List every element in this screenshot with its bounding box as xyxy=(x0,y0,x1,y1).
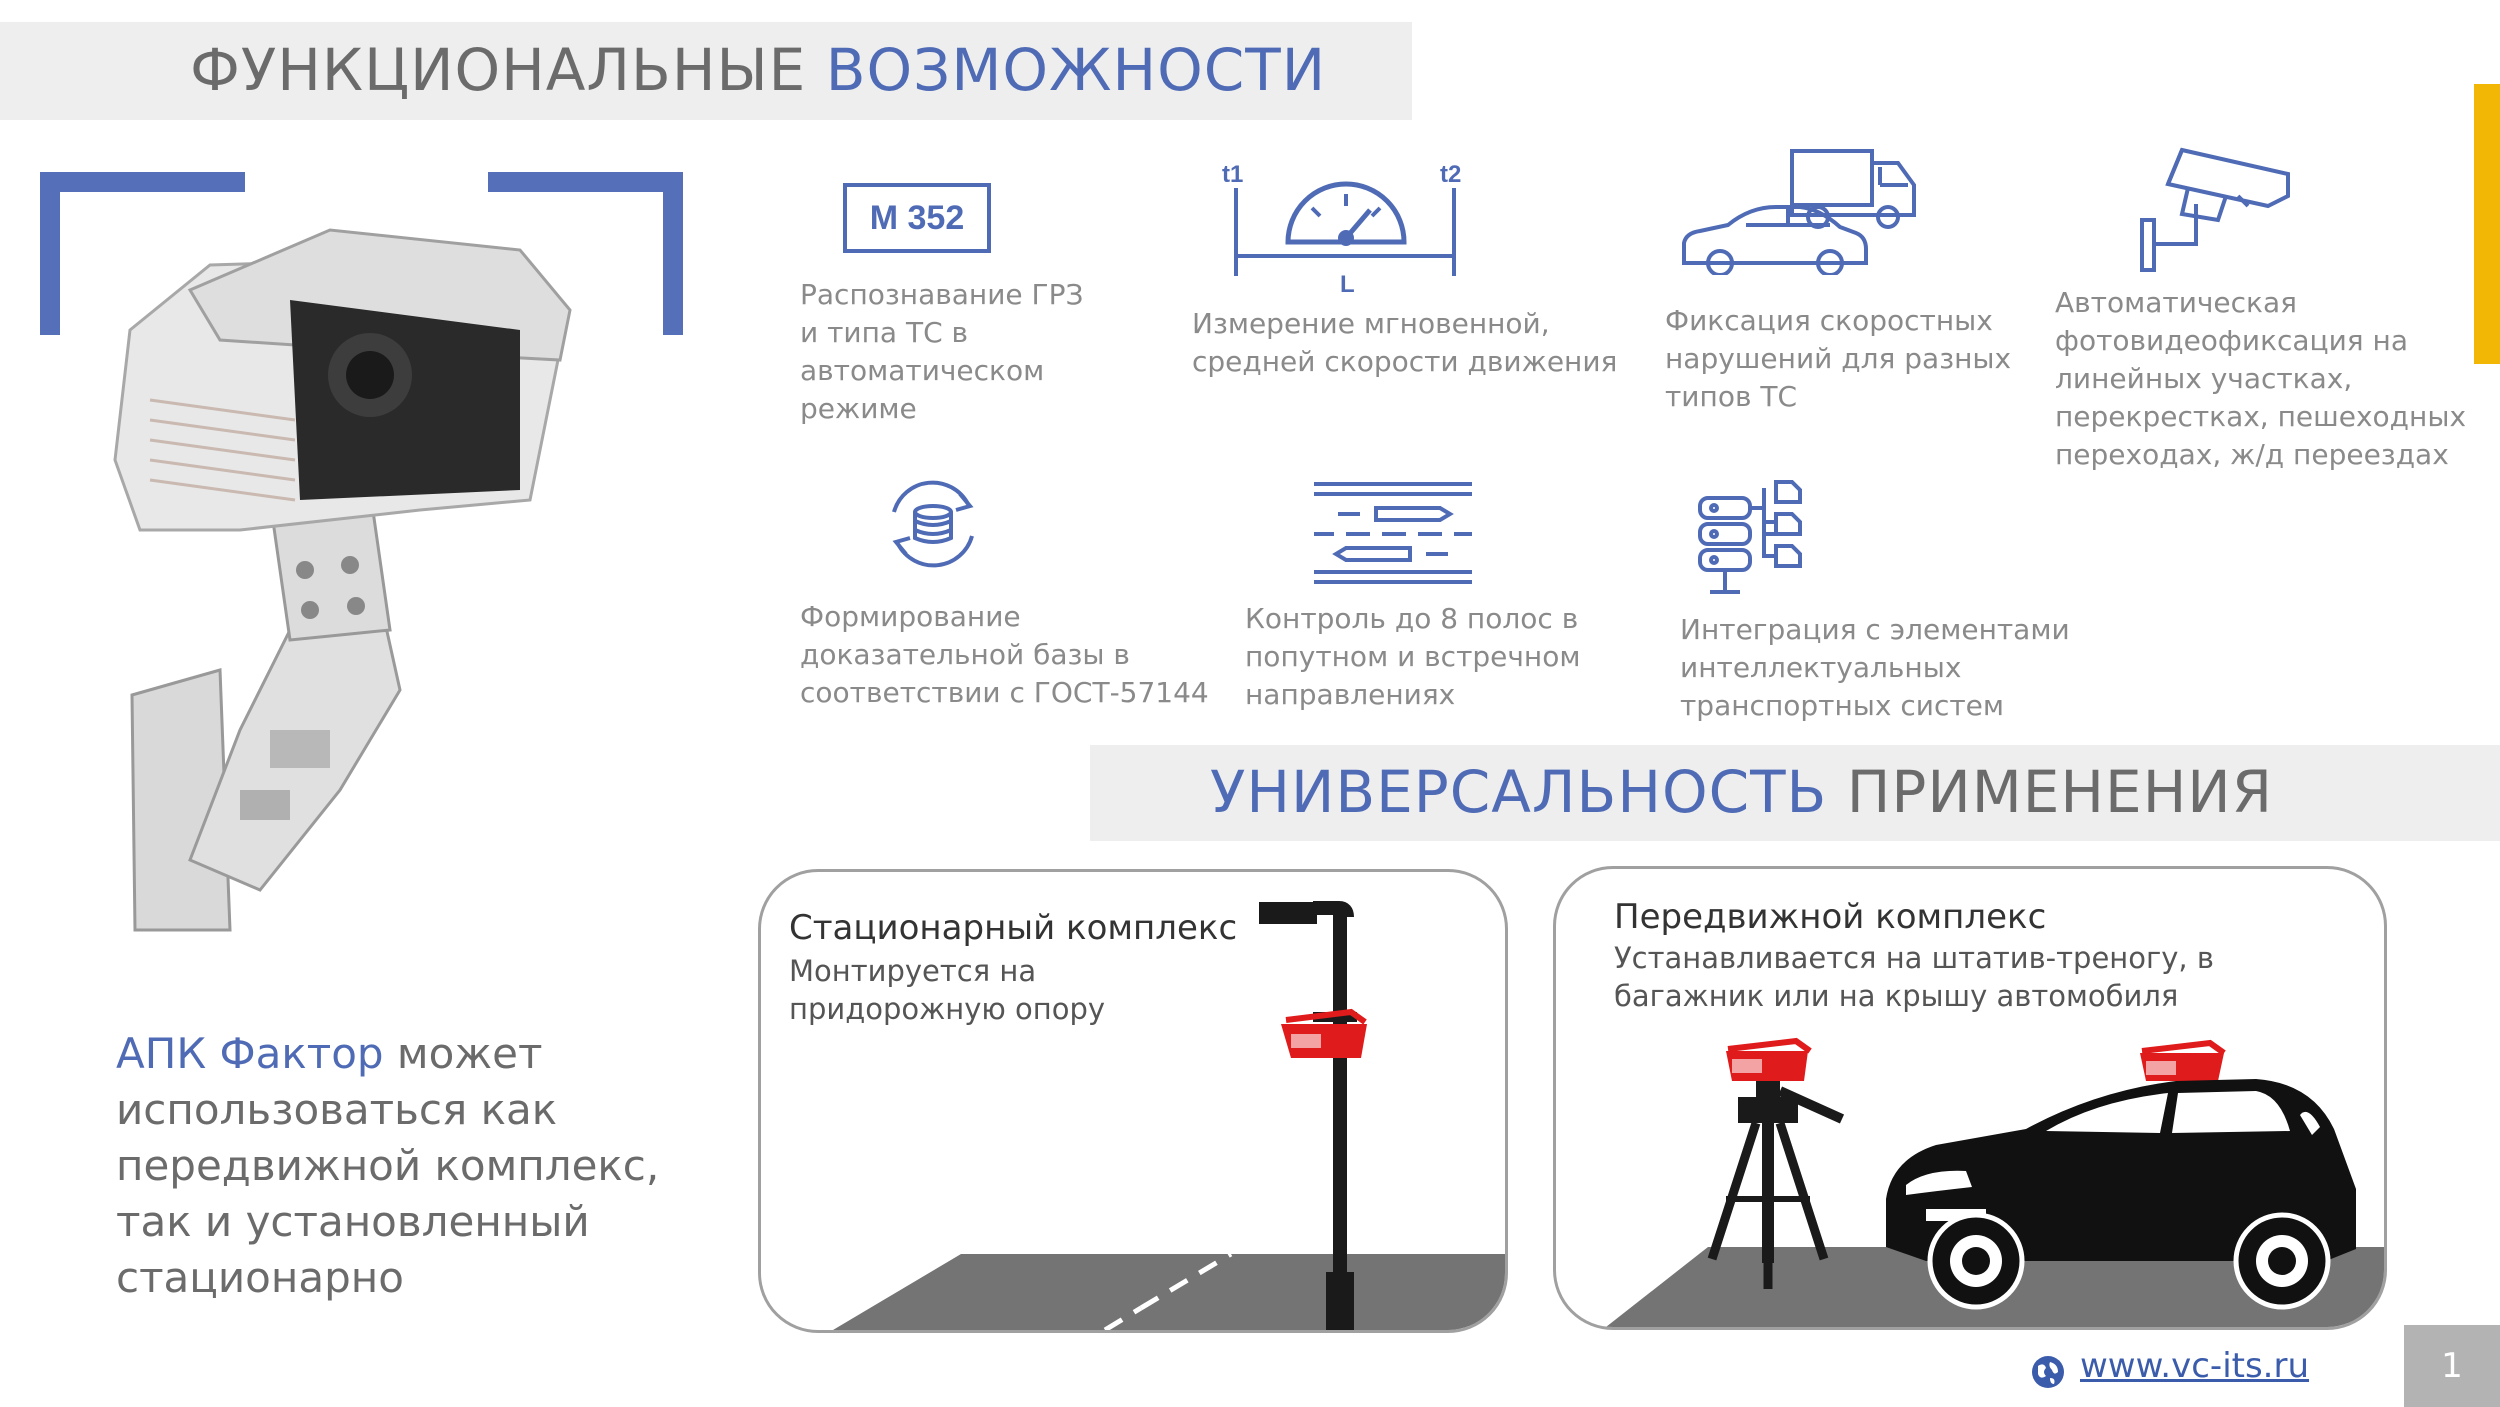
feature-text-speeding-violations: Фиксация скоростных нарушений для разных… xyxy=(1665,304,2012,413)
globe-icon xyxy=(2032,1356,2064,1388)
page-title-part1: ФУНКЦИОНАЛЬНЫЕ xyxy=(190,36,807,104)
mobile-card-subtitle: Устанавливается на штатив-треногу, в баг… xyxy=(1614,941,2214,1013)
yellow-accent-bar xyxy=(2474,84,2500,364)
vehicles-icon xyxy=(1682,149,1916,275)
feature-text-auto-photo-video: Автоматическая фотовидеофиксация на лине… xyxy=(2055,286,2467,471)
mobile-card-title: Передвижной комплекс xyxy=(1614,897,2047,937)
database-sync-icon xyxy=(892,480,974,568)
header-title-bar xyxy=(0,22,1412,120)
website-link[interactable]: www.vc-its.ru xyxy=(2080,1346,2310,1386)
t2-label: t2 xyxy=(1440,161,1461,188)
page-number: 1 xyxy=(2441,1346,2463,1386)
lead-text: может использоваться как передвижной ком… xyxy=(116,1029,660,1302)
stationary-scene-illustration xyxy=(833,901,1505,1330)
section2-title-part2: ПРИМЕНЕНИЯ xyxy=(1846,758,2273,826)
brand-name: АПК Фактор xyxy=(116,1029,384,1078)
camera-photo xyxy=(40,172,683,932)
feature-text-its-integration: Интеграция с элементами интеллектуальных… xyxy=(1680,613,2070,722)
section2-title-part1: УНИВЕРСАЛЬНОСТЬ xyxy=(1210,758,1828,826)
feature-text-lane-control: Контроль до 8 полос в попутном и встречн… xyxy=(1245,602,1581,711)
license-plate-icon: М 352 xyxy=(843,183,991,253)
traffic-lanes-icon xyxy=(1314,482,1472,584)
mobile-scene-illustration xyxy=(1606,1037,2384,1327)
page-title-part2: ВОЗМОЖНОСТИ xyxy=(825,36,1327,104)
stationary-complex-card: Стационарный комплекс Монтируется на при… xyxy=(758,869,1508,1333)
page-title: ФУНКЦИОНАЛЬНЫЕ ВОЗМОЖНОСТИ xyxy=(190,36,1326,104)
server-network-icon xyxy=(1698,480,1802,594)
surveillance-camera-icon xyxy=(2140,147,2290,272)
stationary-card-subtitle: Монтируется на придорожную опору xyxy=(789,954,1106,1026)
length-label: L xyxy=(1340,271,1355,298)
lead-paragraph: АПК Фактор может использоваться как пере… xyxy=(116,1026,716,1306)
speedometer-icon: t1 t2 L xyxy=(1222,161,1461,298)
feature-text-evidence-base: Формирование доказательной базы в соотве… xyxy=(800,600,1209,709)
feature-text-speed-measurement: Измерение мгновенной, средней скорости д… xyxy=(1192,307,1618,378)
feature-text-plate-recognition: Распознавание ГРЗ и типа ТС в автоматиче… xyxy=(800,278,1084,425)
t1-label: t1 xyxy=(1222,161,1243,188)
stationary-card-title: Стационарный комплекс xyxy=(789,908,1238,948)
section2-title-bar xyxy=(1090,745,2500,841)
mobile-complex-card: Передвижной комплекс Устанавливается на … xyxy=(1553,866,2387,1330)
plate-text: М 352 xyxy=(870,199,965,237)
section2-title: УНИВЕРСАЛЬНОСТЬ ПРИМЕНЕНИЯ xyxy=(1210,758,2273,826)
page-number-box: 1 xyxy=(2404,1325,2500,1407)
